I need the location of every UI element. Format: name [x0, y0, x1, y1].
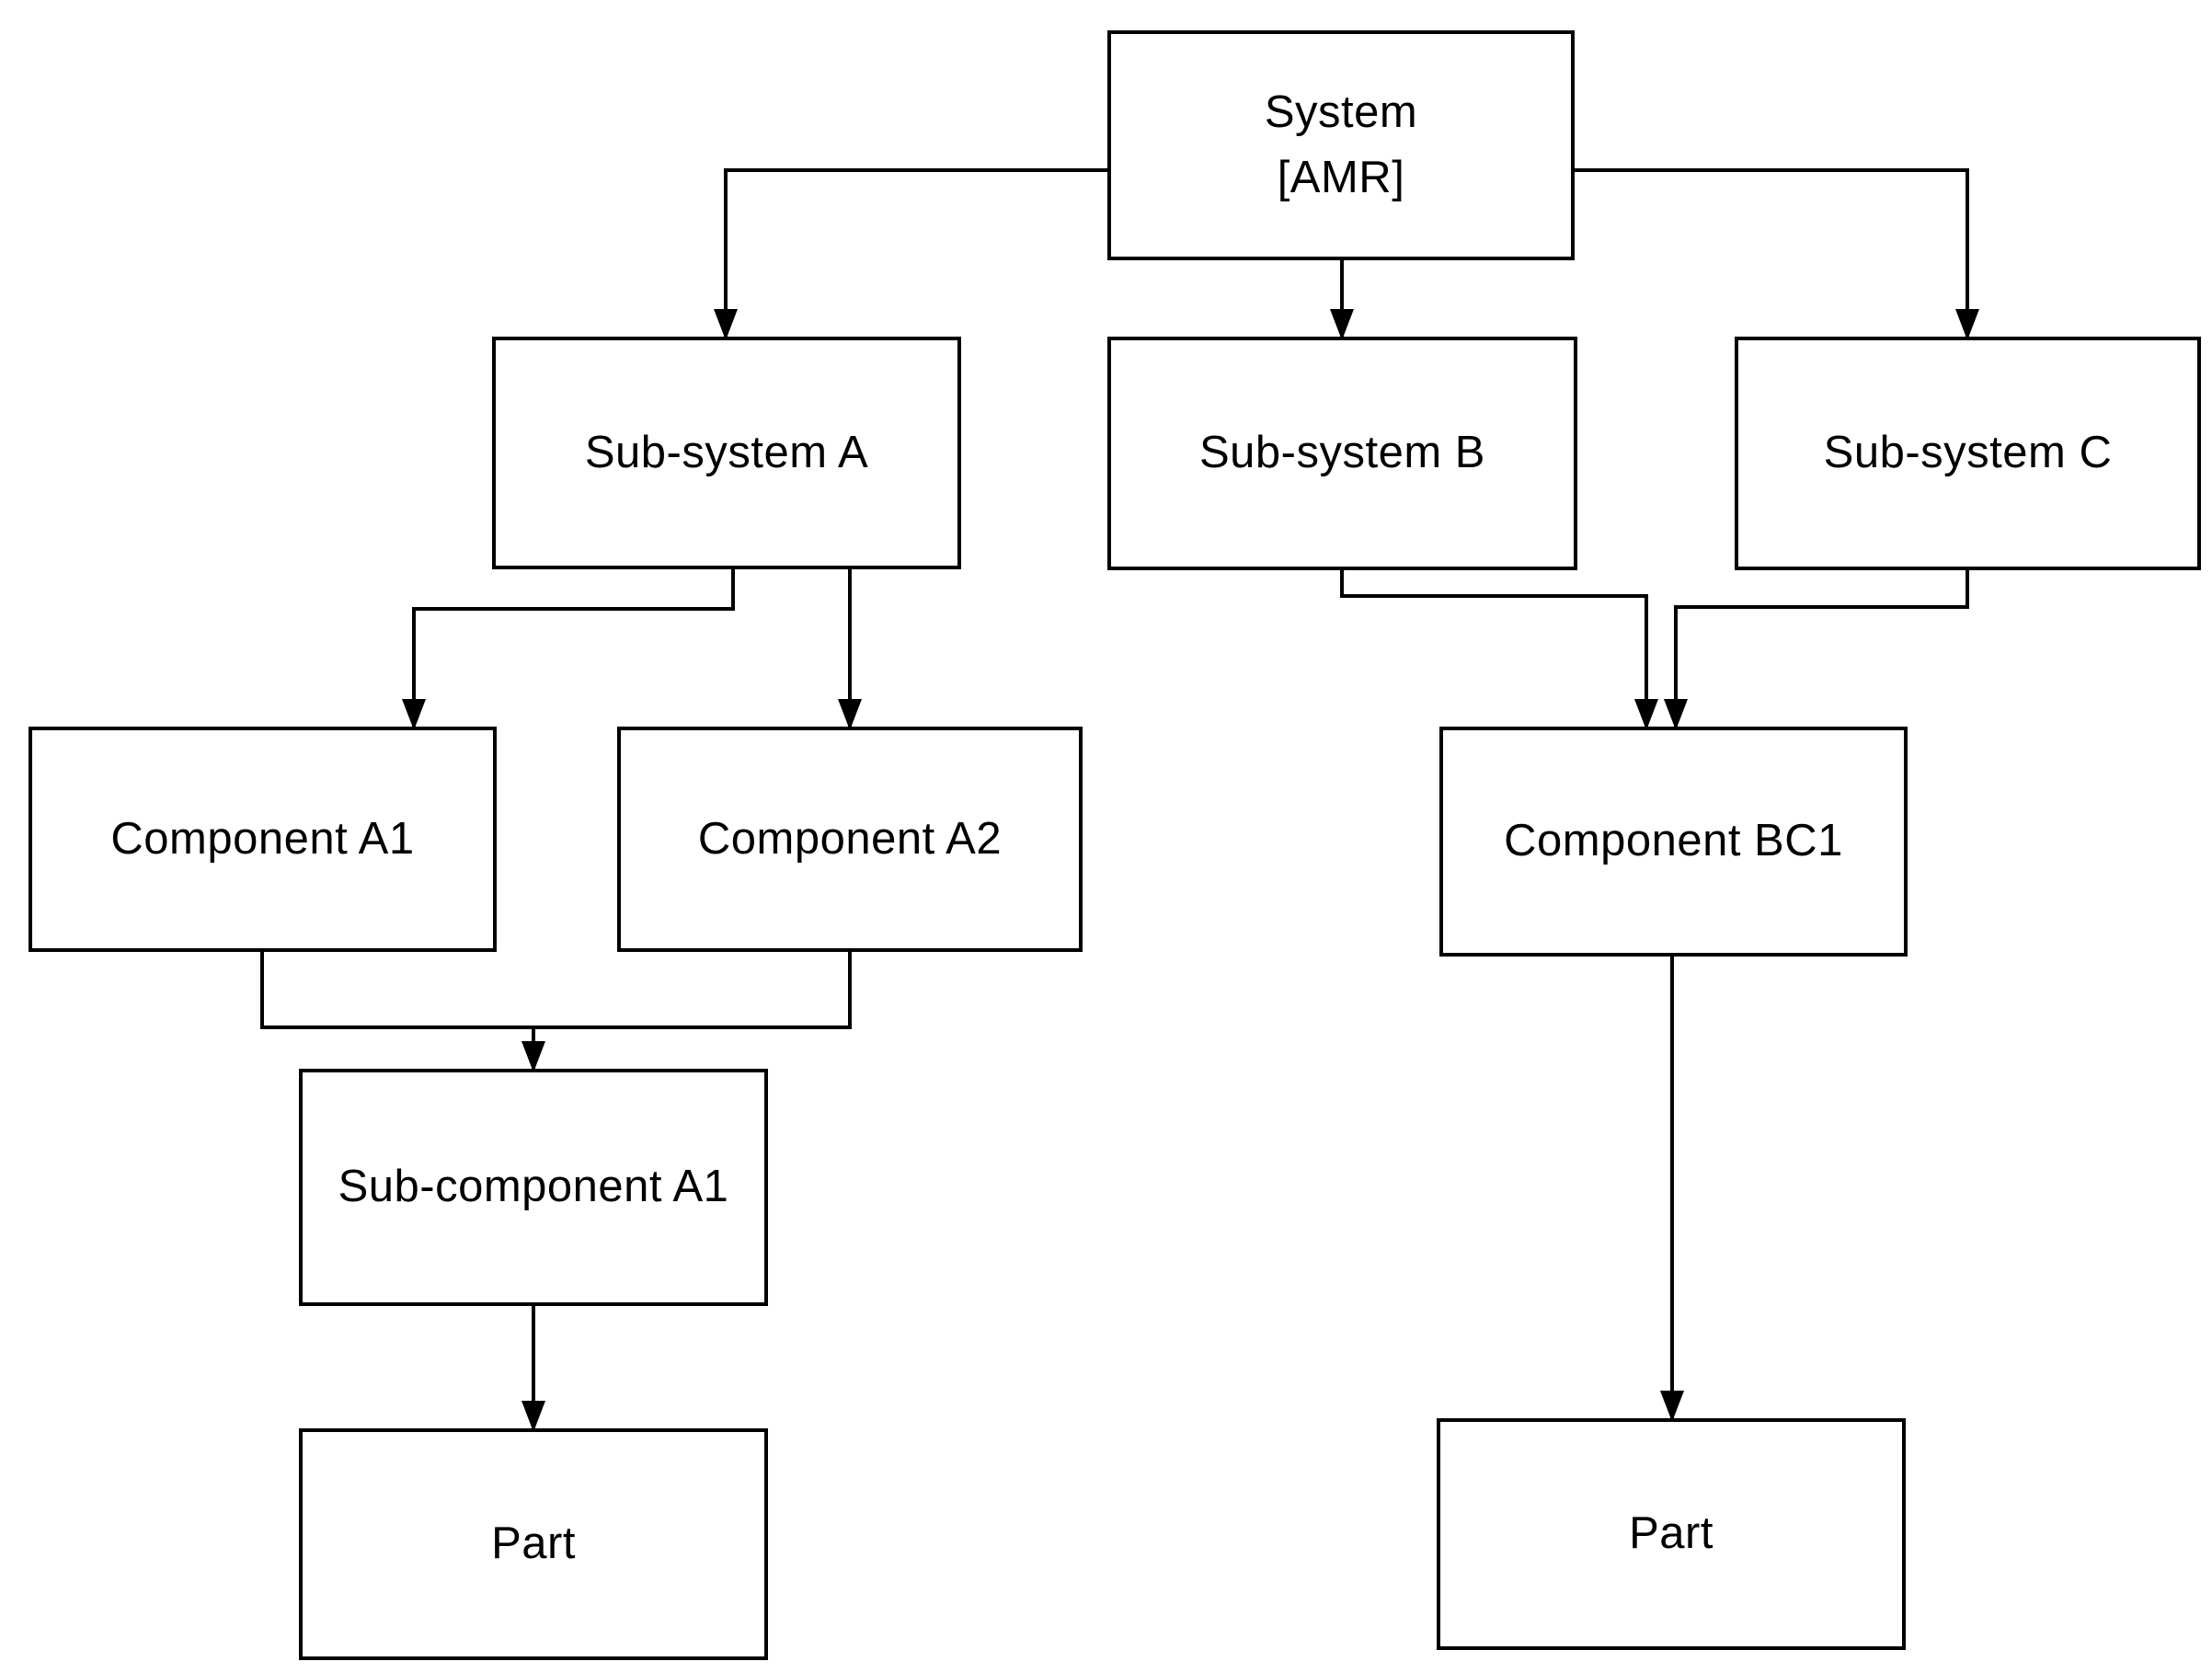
arrowhead-component-bc1-right: [1664, 699, 1688, 730]
node-component-bc1: Component BC1: [1439, 727, 1908, 957]
edge-system-to-subsystem-c: [1575, 168, 1969, 340]
node-subsystem-b: Sub-system B: [1107, 337, 1577, 570]
arrowhead-subcomponent-a1: [521, 1041, 545, 1072]
node-subcomponent-a1-label: Sub-component A1: [338, 1162, 729, 1212]
arrowhead-part-right: [1660, 1391, 1684, 1422]
node-part-left-label: Part: [491, 1518, 576, 1569]
node-subsystem-b-label: Sub-system B: [1199, 428, 1485, 478]
node-part-right: Part: [1437, 1418, 1906, 1650]
node-component-bc1-label: Component BC1: [1504, 816, 1843, 866]
edge-system-to-subsystem-a: [724, 168, 1107, 340]
node-component-a1: Component A1: [29, 727, 497, 952]
edge-subsystem-c-to-component-bc1: [1674, 570, 1969, 730]
node-part-right-label: Part: [1629, 1508, 1713, 1559]
node-subsystem-c-label: Sub-system C: [1823, 428, 2113, 478]
arrowhead-component-a1: [402, 699, 426, 730]
node-subcomponent-a1: Sub-component A1: [299, 1069, 768, 1306]
node-subsystem-a: Sub-system A: [492, 337, 961, 569]
arrowhead-component-a2: [838, 699, 862, 730]
node-component-a1-label: Component A1: [110, 813, 415, 864]
node-component-a2: Component A2: [617, 727, 1083, 952]
edge-subsystem-b-to-component-bc1: [1340, 570, 1648, 730]
arrowhead-component-bc1-left: [1634, 699, 1658, 730]
edge-subsystem-a-to-component-a1: [412, 569, 735, 730]
node-system: System [AMR]: [1107, 30, 1575, 260]
arrowhead-subsystem-b: [1330, 309, 1354, 340]
node-component-a2-label: Component A2: [697, 813, 1003, 864]
node-subsystem-c: Sub-system C: [1735, 337, 2201, 570]
node-subsystem-a-label: Sub-system A: [584, 427, 869, 477]
node-system-label: System [AMR]: [1264, 86, 1418, 202]
arrowhead-part-left: [521, 1401, 545, 1432]
node-part-left: Part: [299, 1428, 768, 1660]
arrowhead-subsystem-c: [1955, 309, 1979, 340]
arrowhead-subsystem-a: [714, 309, 738, 340]
edge-component-a1-a2-merge: [260, 952, 852, 1029]
